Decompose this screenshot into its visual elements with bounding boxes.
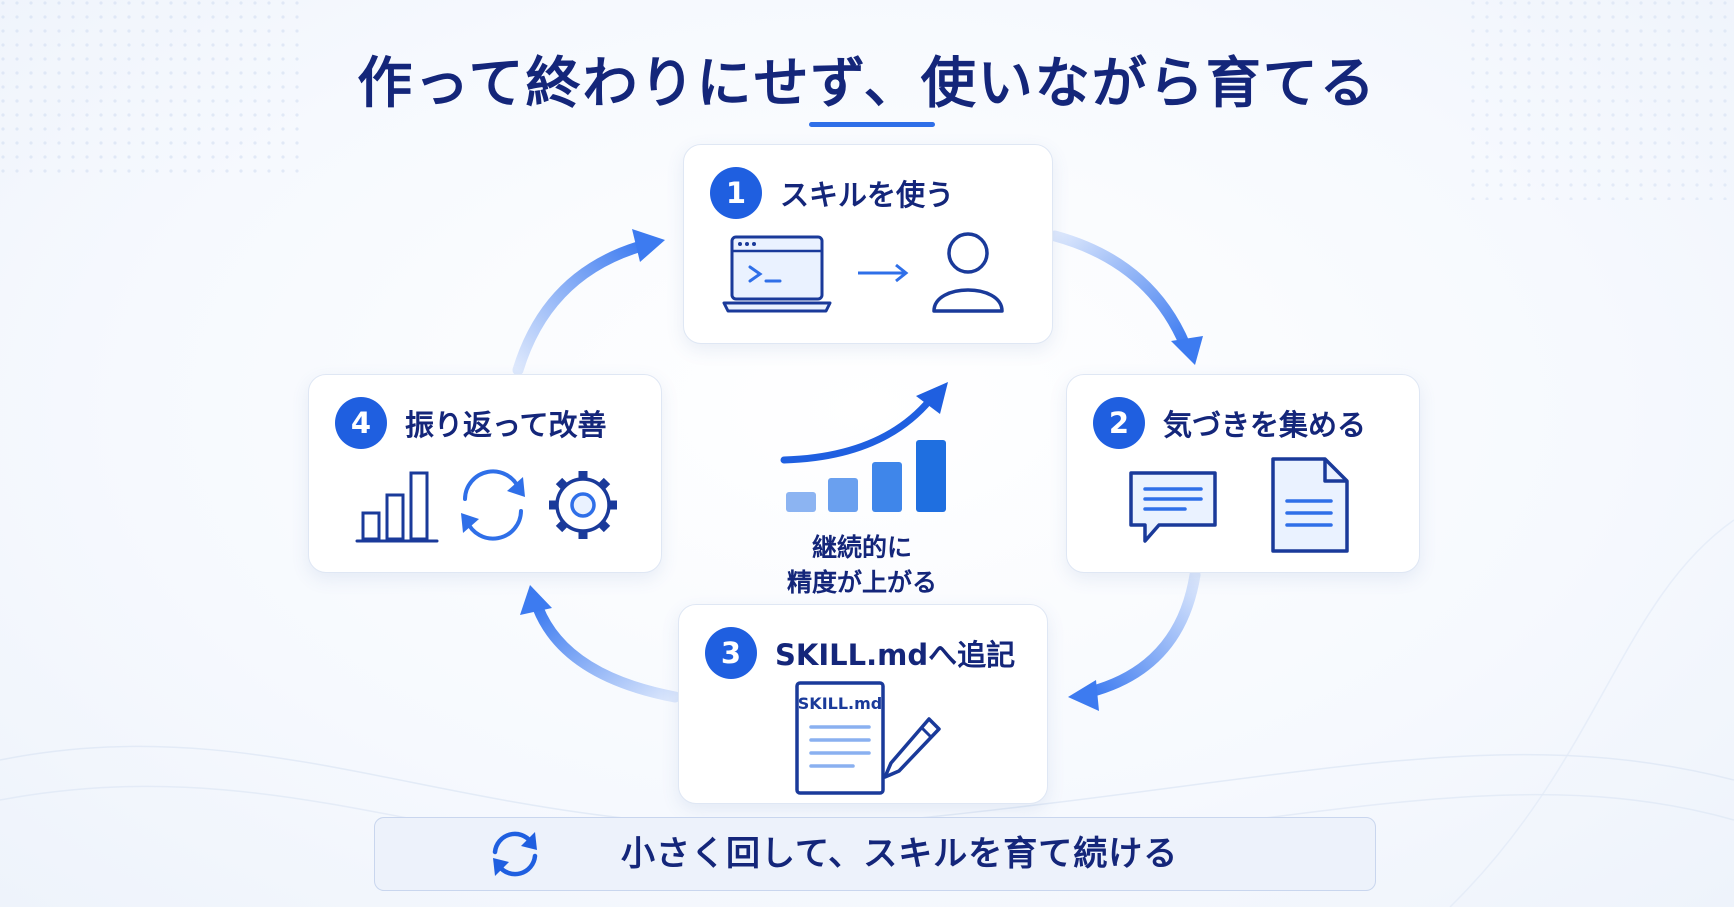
cycle-arrow-4-to-1 bbox=[512, 239, 651, 376]
page-title: 作って終わりにせず、使いながら育てる bbox=[357, 51, 1377, 115]
step-header: 1 スキルを使う bbox=[710, 167, 954, 219]
skill-document-label: SKILL.md bbox=[798, 694, 882, 713]
step-card-4: 4 振り返って改善 bbox=[308, 374, 662, 573]
center-caption: 継続的に 精度が上がる bbox=[732, 530, 992, 600]
refresh-cycle-icon bbox=[461, 469, 525, 541]
laptop-terminal-icon bbox=[722, 235, 832, 313]
user-icon bbox=[932, 232, 1004, 313]
skill-document-icon: SKILL.md bbox=[795, 681, 941, 795]
bar-chart-icon bbox=[355, 471, 439, 543]
wave-line bbox=[1449, 519, 1734, 907]
step-number-badge: 3 bbox=[705, 627, 757, 679]
refresh-icon bbox=[492, 831, 538, 877]
cycle-arrow-2-to-3 bbox=[1084, 569, 1201, 698]
document-icon bbox=[1271, 457, 1349, 553]
cycle-arrowhead bbox=[632, 229, 665, 262]
step-card-2: 2 気づきを集める bbox=[1066, 374, 1420, 573]
step-label: スキルを使う bbox=[780, 178, 955, 212]
step-header: 2 気づきを集める bbox=[1093, 397, 1366, 449]
chat-bubble-icon bbox=[1129, 471, 1217, 543]
step-label: 振り返って改善 bbox=[405, 408, 607, 442]
center-caption-line1: 継続的に bbox=[811, 533, 912, 562]
step-header: 4 振り返って改善 bbox=[335, 397, 607, 449]
step-number-badge: 2 bbox=[1093, 397, 1145, 449]
center-caption-line2: 精度が上がる bbox=[786, 568, 937, 597]
cycle-arrowhead bbox=[1171, 336, 1203, 365]
step-number-badge: 1 bbox=[710, 167, 762, 219]
footer-text: 小さく回して、スキルを育て続ける bbox=[621, 834, 1179, 874]
gear-icon bbox=[549, 471, 617, 539]
step-card-3: 3 SKILL.mdへ追記 SKILL.md bbox=[678, 604, 1048, 804]
pencil-icon bbox=[883, 717, 941, 779]
cycle-arrow-3-to-4 bbox=[532, 602, 681, 703]
step-card-1: 1 スキルを使う bbox=[683, 144, 1053, 344]
step-header: 3 SKILL.mdへ追記 bbox=[705, 627, 1015, 679]
arrow-right-icon bbox=[858, 263, 909, 283]
step-label: 気づきを集める bbox=[1163, 408, 1367, 442]
step-number-badge: 4 bbox=[335, 397, 387, 449]
footer-banner: 小さく回して、スキルを育て続ける bbox=[374, 817, 1376, 891]
step-label: SKILL.mdへ追記 bbox=[775, 638, 1016, 672]
dot-pattern-top-right bbox=[1470, 0, 1734, 200]
cycle-arrowhead bbox=[520, 585, 552, 615]
rising-bars-arrow-icon bbox=[780, 382, 948, 512]
cycle-arrowhead bbox=[1068, 680, 1099, 711]
title-underline bbox=[809, 122, 935, 127]
cycle-arrow-1-to-2 bbox=[1049, 230, 1191, 351]
dot-pattern-top-left bbox=[0, 0, 300, 180]
